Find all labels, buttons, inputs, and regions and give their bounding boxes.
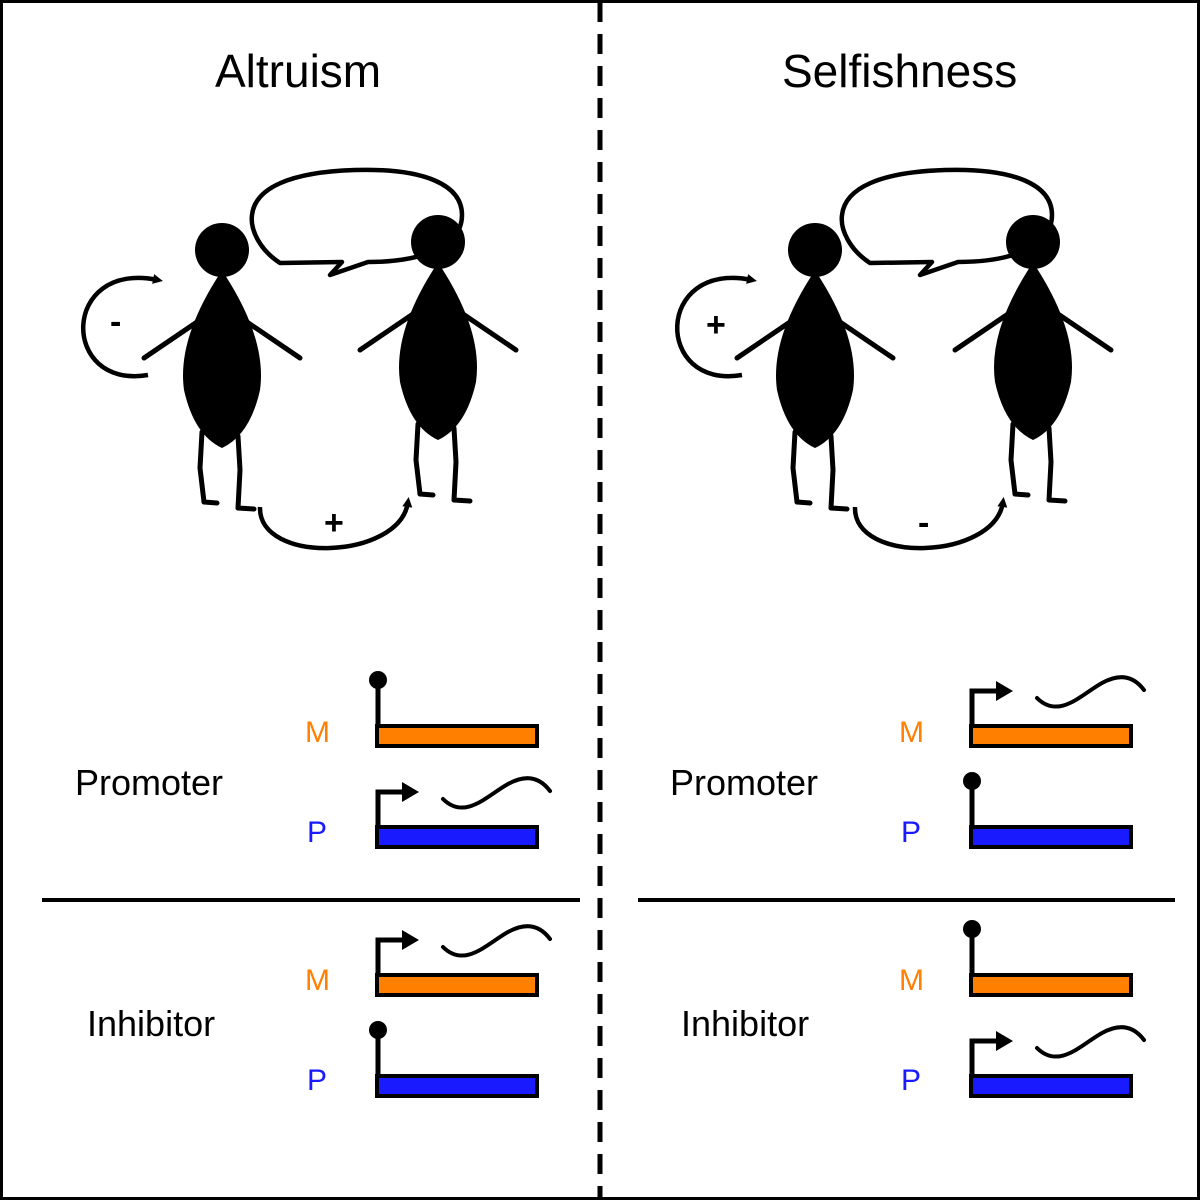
self-effect-arrow (81, 274, 163, 379)
selfishness-scene (675, 170, 1111, 551)
transcription-arrow-head (996, 1031, 1013, 1051)
silencing-mark-head (369, 1021, 387, 1039)
maternal-gene-bar (969, 973, 1133, 997)
transcription-arrow-head (402, 782, 419, 802)
transcription-arrow (969, 688, 997, 726)
maternal-gene-bar (969, 724, 1133, 748)
transcription-arrow-head (996, 681, 1013, 701)
actor-figure (737, 223, 893, 509)
transcript-wave (441, 776, 552, 810)
maternal-allele-label: M (305, 964, 330, 997)
paternal-gene-bar (969, 825, 1133, 849)
altruism-scene (81, 170, 516, 551)
maternal-allele-label: M (899, 716, 924, 749)
silencing-mark-head (963, 772, 981, 790)
row-label-inhibitor: Inhibitor (87, 1003, 216, 1044)
transcript-wave (1035, 675, 1146, 709)
other-effect-sign: - (918, 504, 930, 542)
self-effect-arrow (675, 274, 757, 379)
other-effect-arrow (257, 497, 413, 551)
paternal-allele-label: P (307, 1064, 328, 1097)
self-effect-sign: - (110, 303, 122, 341)
other-effect-sign: + (324, 504, 344, 542)
maternal-allele-label: M (899, 964, 924, 997)
paternal-allele-label: P (307, 816, 328, 849)
paternal-gene-bar (969, 1074, 1133, 1098)
panel-title-selfishness: Selfishness (782, 45, 1018, 97)
self-effect-sign: + (706, 306, 726, 344)
transcription-arrow-head (402, 930, 419, 950)
paternal-gene-bar (375, 1074, 539, 1098)
paternal-allele-label: P (901, 1064, 922, 1097)
transcript-wave (441, 924, 552, 958)
gene-expression-diagrams (369, 671, 1146, 1098)
row-label-promoter: Promoter (670, 762, 819, 803)
maternal-allele-label: M (305, 716, 330, 749)
other-effect-arrow (852, 497, 1008, 551)
silencing-mark-head (369, 671, 387, 689)
row-label-inhibitor: Inhibitor (681, 1003, 810, 1044)
silencing-mark-head (963, 920, 981, 938)
panel-title-altruism: Altruism (215, 45, 382, 97)
paternal-gene-bar (375, 825, 539, 849)
transcription-arrow (375, 789, 403, 827)
actor-figure (144, 223, 300, 509)
maternal-gene-bar (375, 973, 539, 997)
transcription-arrow (969, 1038, 997, 1076)
maternal-gene-bar (375, 724, 539, 748)
transcript-wave (1035, 1025, 1146, 1059)
row-label-promoter: Promoter (75, 762, 224, 803)
transcription-arrow (375, 937, 403, 975)
paternal-allele-label: P (901, 816, 922, 849)
